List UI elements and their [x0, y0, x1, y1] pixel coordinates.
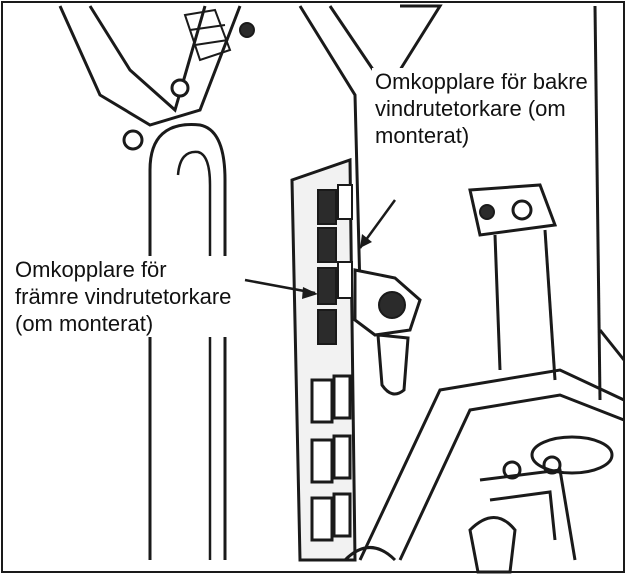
front-switch-arrowhead	[302, 287, 318, 299]
floor-console	[358, 368, 625, 561]
front-wiper-switch	[317, 261, 353, 305]
rear-wiper-switch	[317, 184, 353, 225]
bolt-icon	[511, 199, 533, 221]
rear-switch-arrowhead	[360, 234, 372, 248]
left-pillar	[58, 5, 242, 127]
rear-label-line-2: vindrutetorkare (om	[375, 96, 566, 121]
side-bracket	[468, 183, 558, 237]
pedal-shape	[343, 546, 397, 562]
grab-handle-outer	[148, 123, 227, 560]
front-wiper-switch-label: Omkopplare för främre vindrutetorkare (o…	[12, 256, 235, 337]
right-pillar	[298, 4, 443, 291]
bolt-icon	[122, 129, 144, 151]
floor-knob	[468, 516, 517, 574]
front-label-line-1: Omkopplare för	[15, 257, 167, 282]
front-label-line-3: (om monterat)	[15, 311, 154, 336]
bolt-icon	[239, 22, 255, 38]
panel-switch	[317, 227, 337, 345]
cab-frame-right	[493, 5, 626, 401]
rear-label-line-1: Omkopplare för bakre	[375, 69, 588, 94]
rear-wiper-switch-label: Omkopplare för bakre vindrutetorkare (om…	[372, 68, 591, 149]
rear-label-line-3: monterat)	[375, 123, 470, 148]
ignition-key	[353, 268, 422, 396]
grab-handle-inner	[176, 150, 212, 560]
panel-lower-switches	[310, 374, 352, 542]
front-label-line-2: främre vindrutetorkare	[15, 284, 232, 309]
bolt-icon	[170, 78, 190, 98]
bolt-icon	[479, 204, 495, 220]
